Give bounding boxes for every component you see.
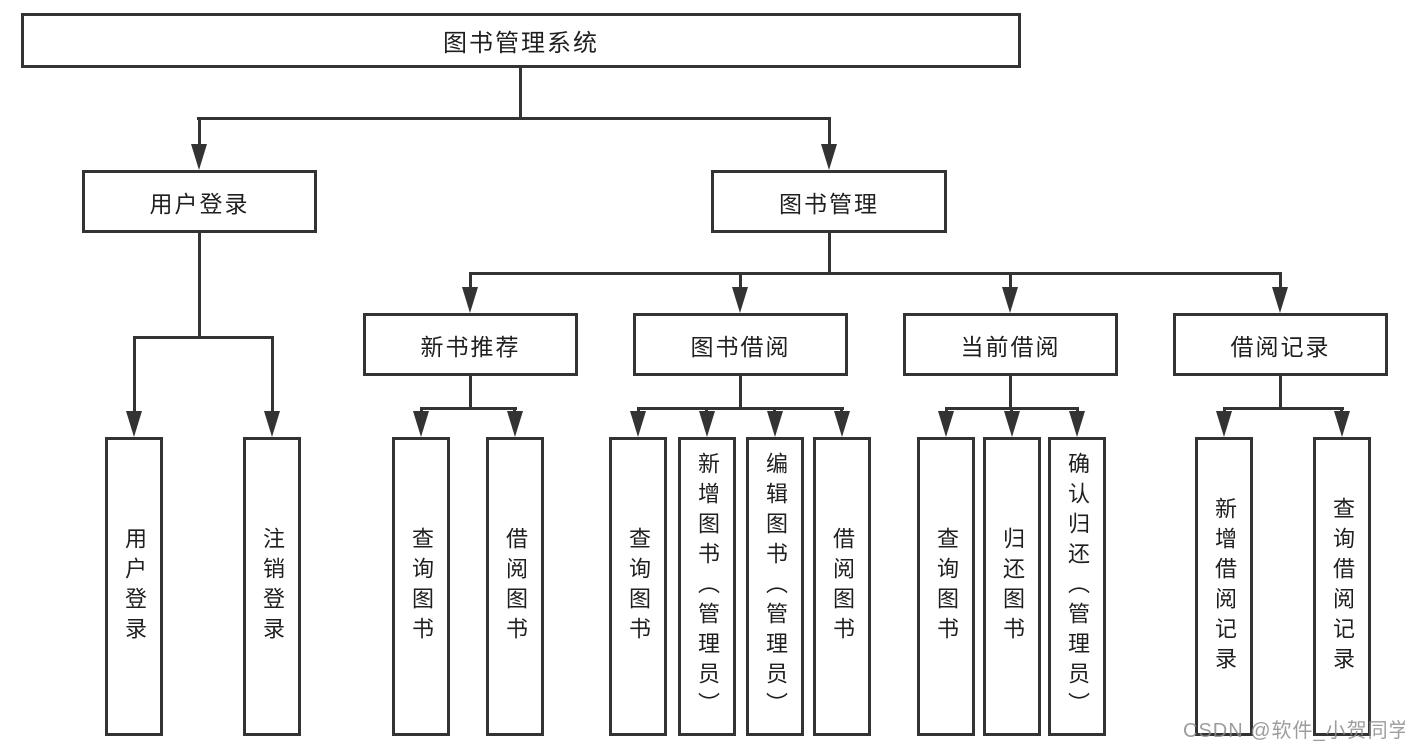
leaf-borrow-book: 借阅图书 (813, 437, 871, 736)
leaf-query-book-borrow: 查询图书 (609, 437, 667, 736)
node-borrow-record: 借阅记录 (1173, 313, 1388, 376)
connector-line (828, 117, 831, 150)
connector-line (1009, 272, 1012, 292)
node-label: 编辑图书（管理员） (763, 451, 788, 722)
leaf-return-book: 归还图书 (983, 437, 1041, 736)
connector-line (271, 336, 274, 414)
arrow-down-icon (264, 411, 280, 437)
node-label: 当前借阅 (960, 333, 1061, 360)
node-label: 新书推荐 (420, 333, 521, 360)
node-book-management: 图书管理 (711, 170, 947, 233)
arrow-down-icon (413, 411, 429, 437)
node-label: 用户登录 (149, 190, 250, 217)
leaf-add-borrow-record: 新增借阅记录 (1195, 437, 1253, 736)
node-label: 新增图书（管理员） (695, 451, 720, 722)
arrow-down-icon (1334, 411, 1350, 437)
arrow-down-icon (462, 287, 478, 313)
node-label: 注销登录 (260, 526, 285, 647)
arrow-down-icon (834, 411, 850, 437)
node-label: 查询图书 (934, 526, 959, 647)
arrow-down-icon (1069, 411, 1085, 437)
node-new-book-recommend: 新书推荐 (363, 313, 578, 376)
connector-line (1279, 376, 1282, 407)
arrow-down-icon (1002, 287, 1018, 313)
leaf-confirm-return-admin: 确认归还（管理员） (1048, 437, 1106, 736)
connector-line (198, 233, 201, 336)
connector-line (469, 376, 472, 407)
arrow-down-icon (507, 411, 523, 437)
arrow-down-icon (126, 411, 142, 437)
node-label: 图书管理系统 (443, 30, 599, 57)
node-label: 图书管理 (779, 190, 879, 217)
connector-line (739, 376, 742, 407)
node-label: 查询图书 (409, 526, 434, 647)
connector-line (420, 407, 517, 410)
leaf-borrow-book-recommend: 借阅图书 (486, 437, 544, 736)
connector-line (739, 272, 742, 292)
connector-line (133, 336, 274, 339)
node-current-borrow: 当前借阅 (903, 313, 1118, 376)
arrow-down-icon (821, 144, 837, 170)
connector-line (198, 117, 201, 150)
connector-line (133, 336, 136, 414)
arrow-down-icon (767, 411, 783, 437)
leaf-query-book-current: 查询图书 (917, 437, 975, 736)
node-label: 借阅图书 (503, 526, 528, 647)
arrow-down-icon (630, 411, 646, 437)
leaf-add-book-admin: 新增图书（管理员） (678, 437, 736, 736)
arrow-down-icon (191, 144, 207, 170)
arrow-down-icon (938, 411, 954, 437)
connector-line (1009, 376, 1012, 407)
leaf-query-borrow-record: 查询借阅记录 (1313, 437, 1371, 736)
leaf-query-book-recommend: 查询图书 (392, 437, 450, 736)
node-label: 借阅图书 (830, 526, 855, 647)
node-label: 确认归还（管理员） (1065, 451, 1090, 722)
node-label: 新增借阅记录 (1212, 496, 1237, 677)
node-label: 用户登录 (122, 526, 147, 647)
leaf-user-login: 用户登录 (105, 437, 163, 736)
connector-line (519, 68, 522, 117)
connector-line (637, 407, 844, 410)
arrow-down-icon (1272, 287, 1288, 313)
node-book-borrow: 图书借阅 (633, 313, 848, 376)
arrow-down-icon (699, 411, 715, 437)
connector-line (469, 272, 472, 292)
connector-line (1279, 272, 1282, 292)
node-user-login: 用户登录 (82, 170, 317, 233)
node-root: 图书管理系统 (21, 13, 1021, 68)
node-label: 归还图书 (1000, 526, 1025, 647)
leaf-logout: 注销登录 (243, 437, 301, 736)
arrow-down-icon (1216, 411, 1232, 437)
arrow-down-icon (1004, 411, 1020, 437)
connector-line (1223, 407, 1344, 410)
arrow-down-icon (732, 287, 748, 313)
connector-line (469, 272, 1282, 275)
node-label: 查询图书 (626, 526, 651, 647)
node-label: 图书借阅 (690, 333, 791, 360)
leaf-edit-book-admin: 编辑图书（管理员） (746, 437, 804, 736)
connector-line (828, 233, 831, 272)
node-label: 借阅记录 (1230, 333, 1331, 360)
node-label: 查询借阅记录 (1330, 496, 1355, 677)
connector-line (197, 117, 831, 120)
csdn-watermark: CSDN @软件_小贺同学 (1183, 720, 1405, 742)
